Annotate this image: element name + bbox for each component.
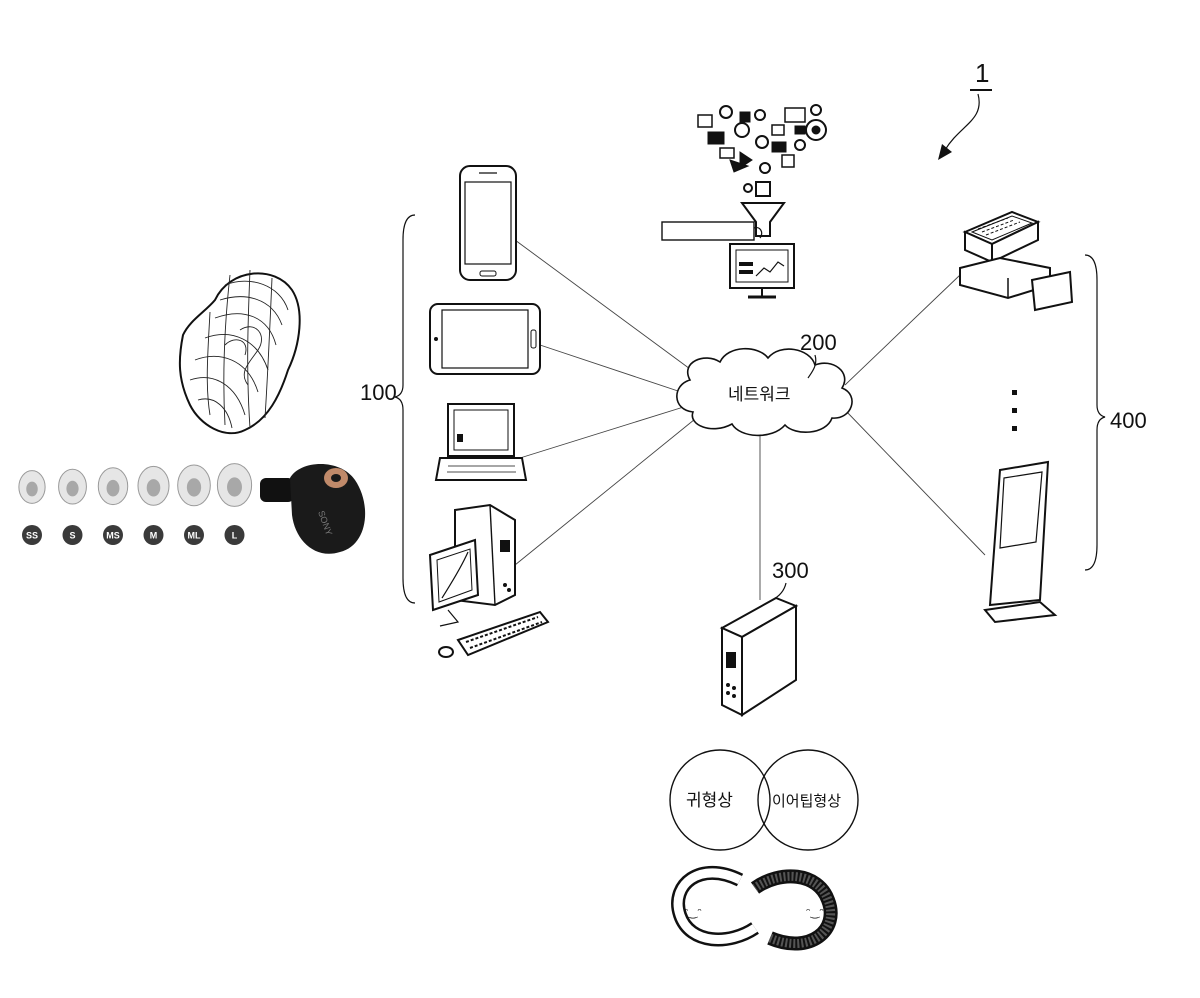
svg-text:ᵔ‿ᵔ: ᵔ‿ᵔ <box>684 906 702 919</box>
pos-terminal-device <box>960 212 1072 310</box>
figure-number: 1 <box>975 58 989 88</box>
input-bar <box>662 222 754 240</box>
figure-pointer-arrow <box>945 94 979 150</box>
link-pos <box>845 275 960 385</box>
venn-diagram: 귀형상 이어팁형상 <box>670 750 858 850</box>
kiosk-device <box>985 462 1055 622</box>
server-device <box>722 598 796 715</box>
venn-right-label: 이어팁형상 <box>772 792 841 810</box>
smartphone-device <box>460 166 516 280</box>
link-laptop <box>520 405 690 458</box>
terminals-ref: 400 <box>1110 408 1147 433</box>
link-kiosk <box>845 410 985 555</box>
server-ref: 300 <box>772 558 809 583</box>
tablet-device <box>430 304 540 374</box>
bracket-400 <box>1085 255 1105 570</box>
network-ref: 200 <box>800 330 837 355</box>
data-icons-cluster <box>698 105 826 196</box>
bracket-100 <box>395 215 415 603</box>
ear-tip-size-label: S <box>69 531 75 541</box>
network-cloud: 네트워크 <box>677 349 852 436</box>
ear-tip-s: S <box>59 469 87 545</box>
network-label: 네트워크 <box>728 385 791 405</box>
ear-tip-size-label: L <box>232 531 238 541</box>
svg-text:ᵔ‿ᵔ: ᵔ‿ᵔ <box>806 906 824 919</box>
ear-mesh-model <box>180 270 300 433</box>
server-ref-leader <box>772 583 786 600</box>
ear-tip-m: M <box>138 466 169 545</box>
analysis-monitor <box>730 244 794 297</box>
ear-tip-ss: SS <box>19 471 45 545</box>
ear-tip-ms: MS <box>98 468 127 545</box>
desktop-pc-device <box>430 505 548 657</box>
user-devices-ref: 100 <box>360 380 397 405</box>
link-phone <box>515 240 705 380</box>
ear-tip-size-label: SS <box>26 531 38 541</box>
ear-tip-l: L <box>217 464 251 545</box>
figure-pointer-arrowhead <box>938 144 952 160</box>
data-analysis-illustration <box>662 105 826 297</box>
chain-link-graphic: ᵔ‿ᵔ ᵔ‿ᵔ <box>678 873 831 944</box>
laptop-device <box>436 404 526 480</box>
ear-tip-size-label: M <box>150 531 158 541</box>
ear-tip-size-label: ML <box>188 531 201 541</box>
earbud-product: SONY <box>260 464 365 554</box>
ear-tip-ml: ML <box>178 465 211 545</box>
ear-tips-row: SSSMSMMLL <box>19 464 252 545</box>
ear-tip-size-label: MS <box>106 531 120 541</box>
link-desktop <box>515 415 700 565</box>
venn-left-label: 귀형상 <box>686 791 733 811</box>
vertical-ellipsis <box>1012 390 1017 431</box>
